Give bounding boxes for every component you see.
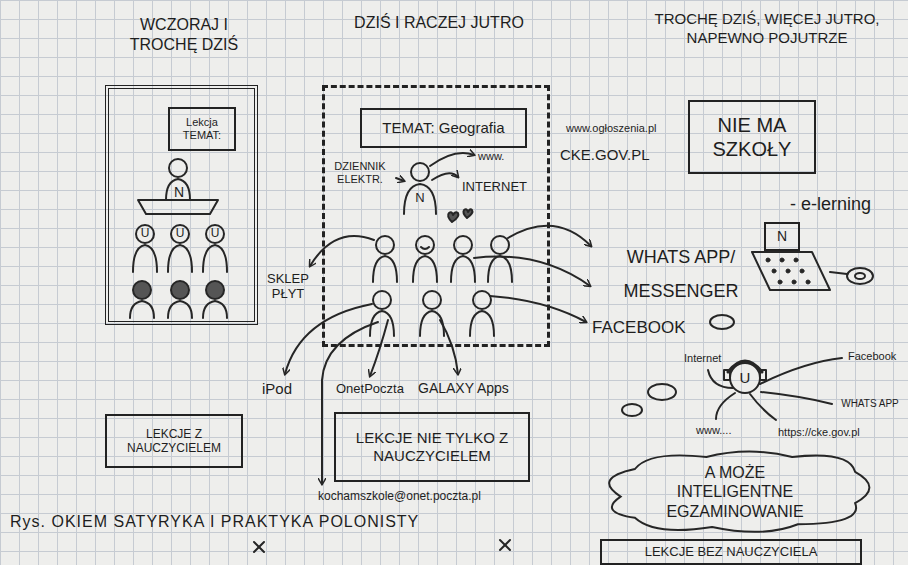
- web-address: CKE.GOV.PL: [560, 146, 650, 163]
- web-address: www....: [696, 424, 731, 437]
- app-name: OnetPoczta: [336, 382, 404, 397]
- lesson-box: LEKCJE NIE TYLKO Z NAUCZYCIELEM: [334, 412, 530, 482]
- leader-arrows: [285, 153, 591, 484]
- era-frame: DZIŚ I RACZEJ JUTROTEMAT: Geografia: [322, 85, 550, 347]
- box-text: Lekcja: [175, 116, 229, 129]
- left-students: [130, 225, 227, 318]
- thought-cloud: A MOŻE INTELIGENTNE EGZAMINOWANIE: [592, 446, 878, 538]
- laptop-and-mouse: [752, 252, 873, 290]
- student-letter: U: [738, 369, 752, 386]
- laptop-screen: N: [764, 222, 800, 251]
- email-address: kochamszkole@onet.poczta.pl: [318, 490, 481, 504]
- note: INTERNET: [462, 180, 527, 195]
- era-heading: WCZORAJ I TROCHĘ DZIŚ: [114, 15, 254, 55]
- student-letter: U: [139, 227, 151, 241]
- teacher-letter: N: [172, 184, 186, 200]
- era-heading: TROCHĘ DZIŚ, WIĘCEJ JUTRO, NAPEWNO POJUT…: [632, 10, 902, 48]
- app-name: Facebook: [848, 350, 896, 363]
- middle-teacher: [404, 163, 436, 214]
- note: Internet: [684, 352, 721, 365]
- note: - e-lerning: [790, 194, 871, 215]
- connected-student: [708, 358, 842, 420]
- app-name: GALAXY Apps: [418, 380, 509, 396]
- lesson-box: LEKCJE BEZ NAUCZYCIELA: [600, 539, 862, 565]
- left-teacher: [138, 159, 218, 214]
- teacher-letter: N: [414, 191, 426, 206]
- app-name: WHATS APP: [838, 398, 902, 410]
- box-text: LEKCJE BEZ NAUCZYCIELA: [607, 544, 855, 560]
- student-letter: U: [209, 227, 221, 241]
- web-address: https://cke.gov.pl: [778, 426, 860, 439]
- no-school-box: TROCHĘ DZIŚ, WIĘCEJ JUTRO, NAPEWNO POJUT…: [688, 100, 816, 174]
- note: DZIENNIK ELEKTR.: [328, 160, 392, 185]
- lesson-box: LEKCJE Z NAUCZYCIELEM: [105, 414, 243, 468]
- box-text: TEMAT:: [175, 129, 229, 142]
- box-text: A MOŻE INTELIGENTNE EGZAMINOWANIE: [645, 463, 825, 521]
- box-text: LEKCJE Z NAUCZYCIELEM: [112, 427, 236, 456]
- note: SKLEP PŁYT: [260, 272, 316, 302]
- app-name: FACEBOOK: [592, 318, 686, 338]
- device-name: iPod: [262, 380, 292, 397]
- student-letter: U: [174, 227, 186, 241]
- blackboard: LekcjaTEMAT:: [168, 107, 236, 151]
- caption: Rys. OKIEM SATYRYKA I PRAKTYKA POLONISTY: [10, 513, 419, 531]
- box-text: LEKCJE NIE TYLKO Z NAUCZYCIELEM: [341, 429, 523, 465]
- note: www.: [478, 150, 504, 163]
- era-frame: WCZORAJ I TROCHĘ DZIŚLekcjaTEMAT:: [105, 85, 258, 325]
- box-text: NIE MA SZKOŁY: [695, 113, 809, 161]
- app-name: WHATS APP/ MESSENGER: [596, 240, 766, 308]
- era-heading: DZIŚ I RACZEJ JUTRO: [354, 13, 524, 33]
- topic-board: TEMAT: Geografia: [360, 108, 527, 148]
- box-text: N: [771, 228, 793, 245]
- middle-students: [370, 209, 512, 336]
- cross-marks: [254, 540, 510, 552]
- web-address: www.ogłoszenia.pl: [566, 122, 657, 135]
- box-text: TEMAT: Geografia: [367, 119, 520, 137]
